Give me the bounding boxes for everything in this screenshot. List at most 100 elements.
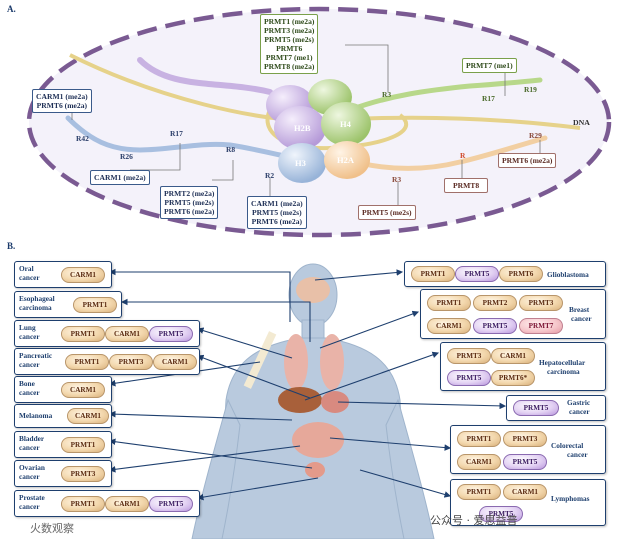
cancer-label-line1: Lymphomas (551, 494, 590, 503)
box-top-enzymes: PRMT1 (me2a) PRMT3 (me2a) PRMT5 (me2s) P… (260, 14, 319, 74)
cancer-box-breast: PRMT1 PRMT2 PRMT3 CARM1 PRMT5 PRMT7 Brea… (420, 289, 606, 339)
cancer-label-line1: Gastric (567, 398, 591, 407)
dna-label: DNA (573, 118, 590, 127)
box-line: PRMT6 (me2a) (36, 101, 88, 110)
box-line: PRMT8 (me2a) (264, 62, 315, 71)
cancer-label-line2: cancer (19, 472, 40, 481)
h3-label: H3 (295, 158, 306, 168)
cancer-label-line1: Esophageal (19, 294, 55, 303)
box-prmt6: PRMT6 (me2a) (498, 153, 557, 168)
cancer-box-glioblastoma: PRMT1 PRMT5 PRMT6 Glioblastoma (404, 261, 606, 287)
enzyme-pill: CARM1 (457, 454, 501, 470)
enzyme-pill: PRMT6* (491, 370, 535, 386)
cancer-box-bone: Bone cancer CARM1 (14, 376, 112, 403)
box-prmt5: PRMT5 (me2s) (358, 205, 416, 220)
cancer-box-bladder: Bladder cancer PRMT1 (14, 431, 112, 458)
cancer-label-line1: Ovarian (19, 463, 45, 472)
r8-label: R8 (226, 145, 236, 154)
r17-left-label: R17 (170, 129, 183, 138)
enzyme-pill: CARM1 (153, 354, 197, 370)
watermark-left: 火数观察 (30, 522, 74, 535)
box-line: PRMT6 (me2a) (164, 207, 215, 216)
cancer-box-gastric: PRMT5 Gastric cancer (506, 395, 606, 421)
cancer-label-line1: Pancreatic (19, 351, 53, 360)
cancer-box-hepatocellular: PRMT3 CARM1 PRMT5 PRMT6* Hepatocellular … (440, 342, 606, 391)
h2a-label: H2A (337, 155, 354, 165)
liver (278, 387, 322, 413)
enzyme-pill: CARM1 (105, 496, 149, 512)
box-carm1-prmt6: CARM1 (me2a) PRMT6 (me2a) (32, 89, 92, 113)
cancer-box-esophageal: Esophageal carcinoma PRMT1 (14, 291, 122, 318)
enzyme-pill: CARM1 (427, 318, 471, 334)
enzyme-pill: PRMT5 (455, 266, 499, 282)
r19-label: R19 (524, 85, 537, 94)
enzyme-pill: PRMT5 (513, 400, 559, 416)
enzyme-pill: CARM1 (503, 484, 547, 500)
enzyme-pill: PRMT2 (473, 295, 517, 311)
cancer-label-line1: Glioblastoma (547, 270, 589, 279)
enzyme-pill: PRMT3 (519, 295, 563, 311)
cancer-label-line2: cancer (19, 360, 40, 369)
h2b-label: H2B (294, 123, 311, 133)
h2b-histone (274, 106, 326, 150)
box-line: PRMT5 (me2s) (252, 208, 302, 217)
left-lung (284, 334, 308, 390)
enzyme-pill: PRMT3 (447, 348, 491, 364)
panel-a-letter: A. (7, 4, 16, 14)
cancer-label-line2: cancer (571, 314, 592, 323)
cancer-label-line2: cancer (19, 332, 40, 341)
box-prmt2-5-6: PRMT2 (me2a) PRMT5 (me2s) PRMT6 (me2a) (160, 186, 219, 219)
cancer-box-oral: Oral cancer CARM1 (14, 261, 112, 288)
enzyme-pill: PRMT1 (61, 496, 105, 512)
r2-label: R2 (265, 171, 275, 180)
enzyme-pill: PRMT3 (109, 354, 153, 370)
r3-top-label: R3 (382, 90, 392, 99)
r26-label: R26 (120, 152, 133, 161)
cancer-box-lymphomas: PRMT1 CARM1 PRMT5 Lymphomas (450, 479, 606, 526)
cancer-box-prostate: Prostate cancer PRMT1 CARM1 PRMT5 (14, 490, 200, 517)
enzyme-pill: CARM1 (491, 348, 535, 364)
enzyme-pill: PRMT1 (457, 484, 501, 500)
body-illustration (108, 263, 507, 539)
bone (243, 331, 277, 389)
cancer-label-line2: cancer (567, 450, 588, 459)
box-line: PRMT6 (me2a) (502, 156, 553, 165)
box-line: CARM1 (me2a) (94, 173, 146, 182)
h3-histone (278, 143, 326, 183)
box-line: CARM1 (me2a) (251, 199, 303, 208)
bladder (305, 462, 325, 478)
box-carm1-5-6: CARM1 (me2a) PRMT5 (me2s) PRMT6 (me2a) (247, 196, 307, 229)
enzyme-pill: PRMT1 (457, 431, 501, 447)
enzyme-pill: CARM1 (105, 326, 149, 342)
h4-label: H4 (340, 119, 351, 129)
enzyme-pill: PRMT5 (447, 370, 491, 386)
cancer-label-line2: cancer (19, 502, 40, 511)
box-prmt7: PRMT7 (me1) (462, 58, 517, 73)
h2a-histone (324, 141, 370, 179)
enzyme-pill: PRMT1 (65, 354, 109, 370)
box-prmt8: PRMT8 (444, 178, 489, 193)
cancer-label-line1: Melanoma (19, 411, 53, 420)
enzyme-pill: PRMT1 (427, 295, 471, 311)
enzyme-pill: PRMT5 (149, 496, 193, 512)
stomach (321, 391, 349, 413)
enzyme-pill: CARM1 (61, 382, 105, 398)
box-carm1: CARM1 (me2a) (90, 170, 150, 185)
cancer-label-line1: Bladder (19, 434, 45, 443)
enzyme-pill: PRMT1 (61, 326, 105, 342)
enzyme-pill: PRMT7 (519, 318, 563, 334)
cancer-label-line1: Breast (569, 305, 590, 314)
brain (296, 277, 330, 303)
cancer-label-line1: Lung (19, 323, 36, 332)
enzyme-pill: PRMT3 (503, 431, 547, 447)
cancer-box-ovarian: Ovarian cancer PRMT3 (14, 460, 112, 487)
r3-h2a-label: R3 (392, 175, 402, 184)
r29-label: R29 (529, 131, 542, 140)
cancer-label-line2: cancer (19, 443, 40, 452)
box-line: PRMT1 (me2a) (264, 17, 315, 26)
cancer-label-line1: Oral (19, 264, 34, 273)
box-line: PRMT6 (me2a) (251, 217, 303, 226)
enzyme-pill: PRMT3 (61, 466, 105, 482)
r-h2a-label: R (460, 151, 466, 160)
box-line: PRMT7 (me1) (466, 61, 513, 70)
